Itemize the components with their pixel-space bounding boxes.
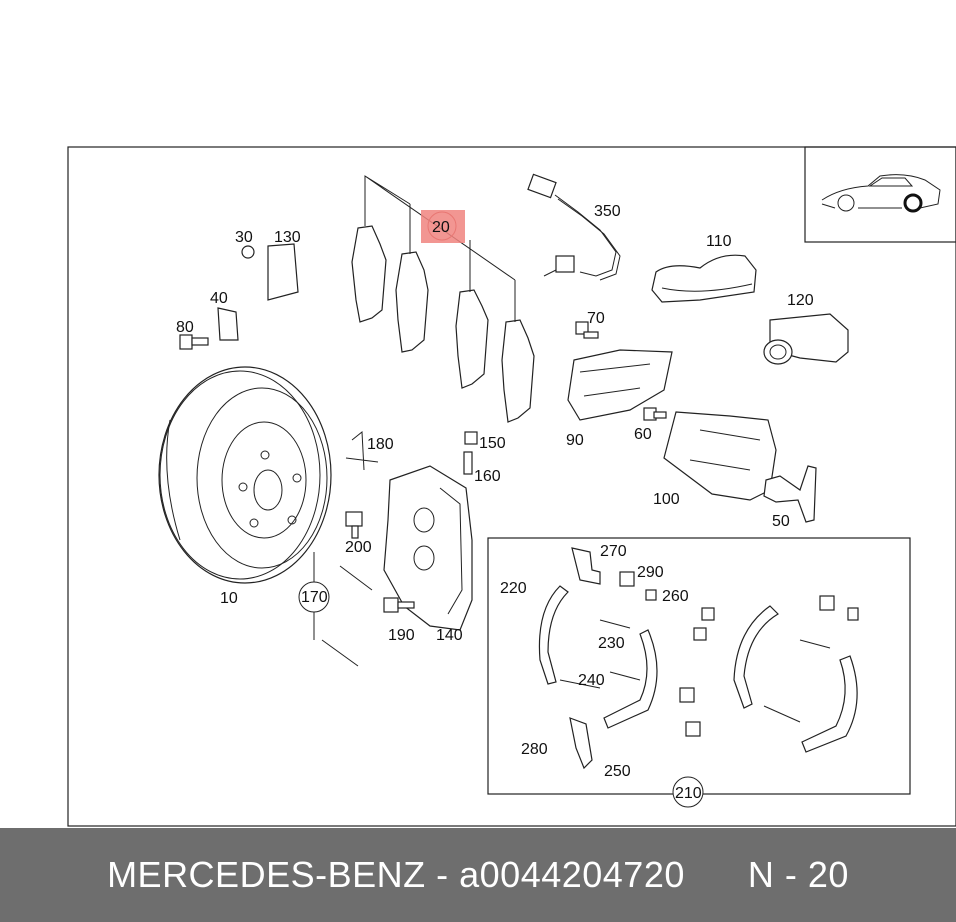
cover-120 <box>763 313 849 365</box>
callout-220: 220 <box>500 580 527 597</box>
footer-part-number: a0044204720 <box>459 854 685 895</box>
callout-250: 250 <box>604 763 631 780</box>
cap-150 <box>464 431 478 445</box>
footer-brand: MERCEDES-BENZ <box>107 854 426 895</box>
cover-110 <box>651 254 757 303</box>
bracket <box>763 465 817 523</box>
callout-circle-170 <box>298 581 330 613</box>
callout-160: 160 <box>474 468 501 485</box>
bolt-80 <box>179 334 209 350</box>
callout-60: 60 <box>634 426 652 443</box>
bolt-60 <box>643 407 667 421</box>
footer-space <box>449 854 460 896</box>
vehicle-inset <box>804 146 956 243</box>
callout-10: 10 <box>220 590 238 607</box>
callout-180: 180 <box>367 436 394 453</box>
parking-brake-box <box>487 537 911 795</box>
callout-190: 190 <box>388 627 415 644</box>
callout-260: 260 <box>662 588 689 605</box>
shield-plate <box>663 411 777 501</box>
callout-120: 120 <box>787 292 814 309</box>
diagram-frame <box>67 146 956 827</box>
callout-150: 150 <box>479 435 506 452</box>
callout-50: 50 <box>772 513 790 530</box>
bolt-190 <box>383 597 415 613</box>
plate-130 <box>267 243 299 301</box>
footer-gap <box>685 854 748 896</box>
callout-70: 70 <box>587 310 605 327</box>
callout-290: 290 <box>637 564 664 581</box>
pins-170 <box>313 552 373 667</box>
brake-disc <box>158 366 332 584</box>
callout-240: 240 <box>578 672 605 689</box>
brake-pads <box>351 175 535 423</box>
splash-shield <box>567 349 673 421</box>
callout-40: 40 <box>210 290 228 307</box>
wear-sensor <box>527 173 621 281</box>
callout-130: 130 <box>274 229 301 246</box>
callout-350: 350 <box>594 203 621 220</box>
bolt-70 <box>575 321 599 339</box>
callout-circle-210 <box>672 776 704 808</box>
callout-270: 270 <box>600 543 627 560</box>
parts-diagram: 10 20 30 130 40 80 350 110 120 70 90 60 … <box>67 146 956 827</box>
bolt-200 <box>345 511 363 539</box>
footer-separator <box>426 854 437 896</box>
footer-bar: MERCEDES-BENZ - a0044204720 N - 20 <box>0 828 956 922</box>
footer-ref: N - 20 <box>747 854 849 895</box>
footer-dash: - <box>436 854 449 895</box>
callout-100: 100 <box>653 491 680 508</box>
callout-230: 230 <box>598 635 625 652</box>
callout-280: 280 <box>521 741 548 758</box>
callout-20: 20 <box>432 219 450 236</box>
highlight-callout-20 <box>421 210 465 243</box>
callout-30: 30 <box>235 229 253 246</box>
spring-180 <box>345 431 379 471</box>
callout-200: 200 <box>345 539 372 556</box>
grommet-30 <box>241 245 255 259</box>
callout-80: 80 <box>176 319 194 336</box>
callout-170: 170 <box>301 589 328 606</box>
brake-caliper <box>383 465 473 631</box>
bleeder-160 <box>463 451 473 475</box>
callout-110: 110 <box>706 233 732 250</box>
callout-210: 210 <box>675 785 702 802</box>
callout-140: 140 <box>436 627 463 644</box>
callout-90: 90 <box>566 432 584 449</box>
sensor-40 <box>217 307 239 341</box>
